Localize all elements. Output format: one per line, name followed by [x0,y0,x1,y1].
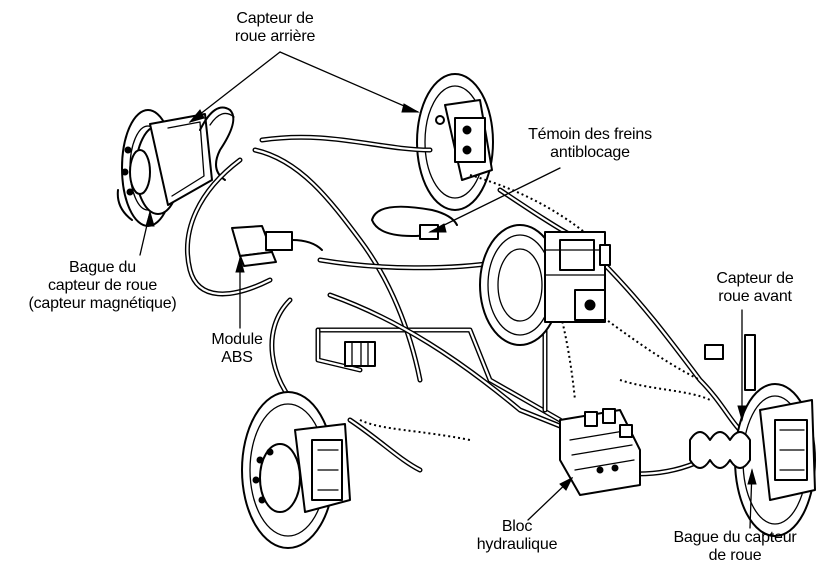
label-front-sensor-ring: Bague du capteur de roue [650,529,820,565]
wiring-connector [344,341,376,367]
label-abs-warning-lamp-line2: antiblocage [550,144,630,161]
hydraulic-unit-block [559,408,641,496]
label-rear-sensor-ring: Bague du capteur de roue (capteur magnét… [0,259,205,313]
label-abs-warning-lamp-line1: Témoin des freins [528,126,652,143]
brake-booster [479,224,611,346]
label-rear-sensor-ring-line3: (capteur magnétique) [28,295,177,312]
label-front-wheel-sensor-line2: roue avant [718,288,792,305]
label-abs-module-line2: ABS [221,349,253,366]
label-rear-wheel-sensor-line2: roue arrière [234,28,316,45]
rear-left-wheel-hub [116,109,213,227]
label-rear-sensor-ring-line1: Bague du [69,259,136,276]
label-abs-warning-lamp: Témoin des freins antiblocage [505,126,675,162]
front-right-wheel [689,334,816,537]
label-hydraulic-unit-line2: hydraulique [476,536,558,553]
front-left-wheel [241,391,351,549]
label-abs-module: Module ABS [192,331,282,367]
rear-right-wheel-disc [416,73,494,211]
label-rear-sensor-ring-line2: capteur de roue [47,277,158,294]
abs-module-unit [231,225,323,267]
label-front-sensor-ring-line2: de roue [708,547,762,564]
label-rear-wheel-sensor: Capteur de roue arrière [205,10,345,46]
label-rear-wheel-sensor-line1: Capteur de [236,10,314,27]
leader-lines [139,51,757,529]
rear-left-sensor-cable [199,106,235,181]
label-abs-module-line1: Module [211,331,263,348]
label-front-sensor-ring-line1: Bague du capteur [673,529,797,546]
label-hydraulic-unit-line1: Bloc [501,518,533,535]
label-hydraulic-unit: Bloc hydraulique [462,518,572,554]
label-front-wheel-sensor: Capteur de roue avant [690,270,820,306]
abs-lamp-wire [371,205,458,237]
label-front-wheel-sensor-line1: Capteur de [716,270,794,287]
